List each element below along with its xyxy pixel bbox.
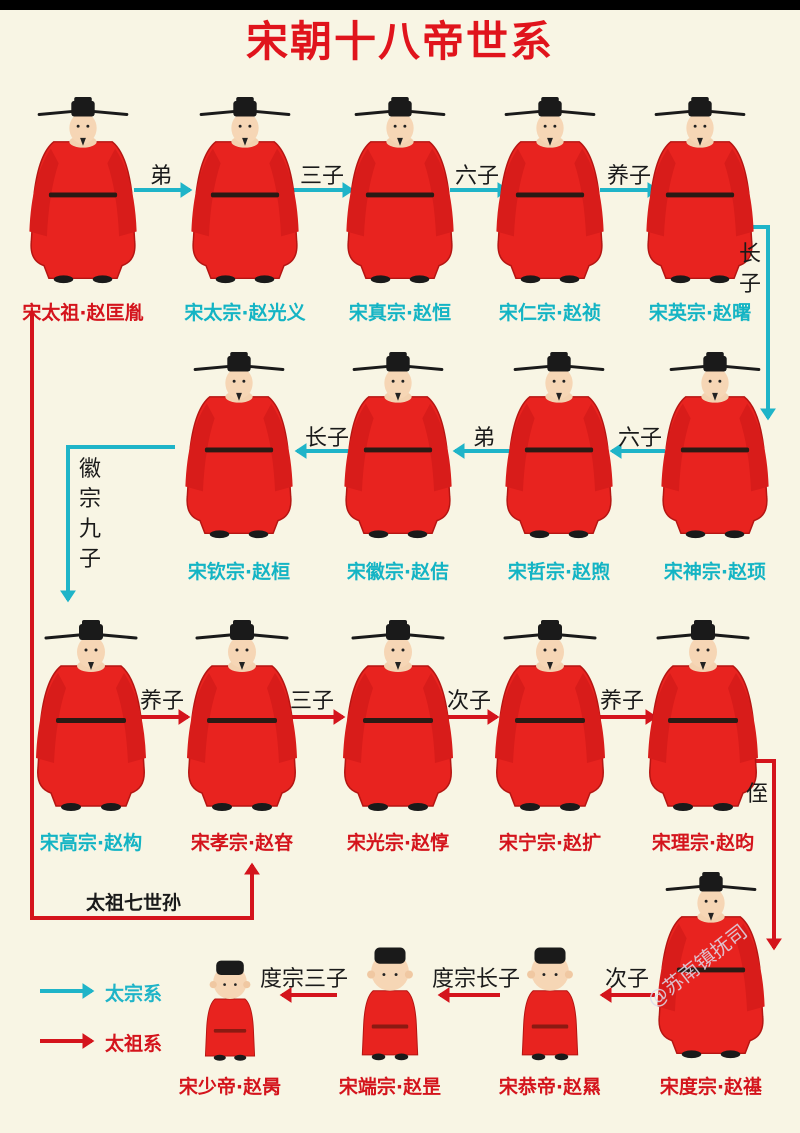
official-figure-icon — [341, 618, 455, 813]
official-figure-icon — [503, 350, 615, 540]
taizong-arrows-row1 — [134, 182, 776, 421]
emperor-name: 宋徽宗·赵佶 — [346, 561, 450, 583]
relation-label: 长子 — [305, 426, 350, 451]
taizu-seventh-gen-line — [30, 312, 260, 920]
emperor-name: 宋英宗·赵曙 — [648, 302, 752, 324]
relation-label: 弟 — [473, 426, 496, 451]
emperor-name: 宋真宗·赵恒 — [348, 302, 452, 324]
official-figure-icon — [493, 618, 607, 813]
taizu-seventh-gen-label: 太祖七世孙 — [86, 892, 182, 914]
relation-label: 六子 — [618, 426, 663, 451]
official-figure-icon — [183, 350, 295, 540]
top-black-bar — [0, 0, 800, 10]
relation-label: 六子 — [455, 164, 500, 189]
relation-label: 养子 — [600, 689, 645, 714]
relation-label: 养子 — [607, 164, 652, 189]
emperor-name: 宋恭帝·赵㬎 — [498, 1076, 602, 1098]
official-figure-icon — [189, 95, 301, 285]
emperor-name: 宋神宗·赵顼 — [663, 561, 767, 583]
emperor-name: 宋光宗·赵惇 — [346, 832, 450, 854]
legend-taizong-label: 太宗系 — [105, 983, 163, 1005]
child-figure-icon — [361, 947, 419, 1061]
page-title: 宋朝十八帝世系 — [245, 17, 554, 66]
emperor-name: 宋宁宗·赵扩 — [498, 832, 602, 854]
official-figure-icon — [344, 95, 456, 285]
relation-label: 弟 — [150, 164, 173, 189]
child-figure-icon — [521, 947, 579, 1061]
relation-label: 次子 — [605, 967, 650, 992]
emperor-name: 宋度宗·赵禥 — [659, 1076, 763, 1098]
emperor-name: 宋高宗·赵构 — [39, 832, 143, 854]
emperor-name: 宋理宗·赵昀 — [651, 832, 755, 854]
emperor-name: 宋太祖·赵匡胤 — [22, 302, 144, 324]
emperor-name: 宋端宗·赵昰 — [338, 1076, 442, 1098]
emperor-name: 宋哲宗·赵煦 — [507, 561, 611, 583]
emperor-name: 宋少帝·赵昺 — [178, 1076, 282, 1098]
relation-label-vertical: 徽宗九子 — [78, 457, 101, 572]
emperor-name: 宋太宗·赵光义 — [184, 302, 306, 324]
official-figure-icon — [34, 618, 148, 813]
taizong-arrows-row2 — [60, 443, 665, 603]
emperor-name: 宋钦宗·赵桓 — [187, 561, 291, 583]
relation-label: 三子 — [290, 689, 335, 714]
official-figure-icon — [27, 95, 139, 285]
relation-label: 次子 — [447, 689, 492, 714]
relation-label: 度宗长子 — [432, 967, 521, 992]
official-figure-icon — [494, 95, 606, 285]
relation-label: 三子 — [300, 164, 345, 189]
relation-label: 养子 — [140, 689, 185, 714]
taizu-arrows-row3 — [136, 709, 782, 951]
official-figure-icon — [659, 350, 771, 540]
relation-label-vertical: 长子 — [738, 242, 761, 297]
emperor-name: 宋孝宗·赵昚 — [190, 832, 294, 854]
emperor-name: 宋仁宗·赵祯 — [498, 302, 602, 324]
relation-label-vertical: 侄 — [745, 782, 768, 807]
official-figure-icon — [185, 618, 299, 813]
relation-label: 度宗三子 — [260, 967, 349, 992]
legend-taizu-label: 太祖系 — [105, 1033, 163, 1055]
